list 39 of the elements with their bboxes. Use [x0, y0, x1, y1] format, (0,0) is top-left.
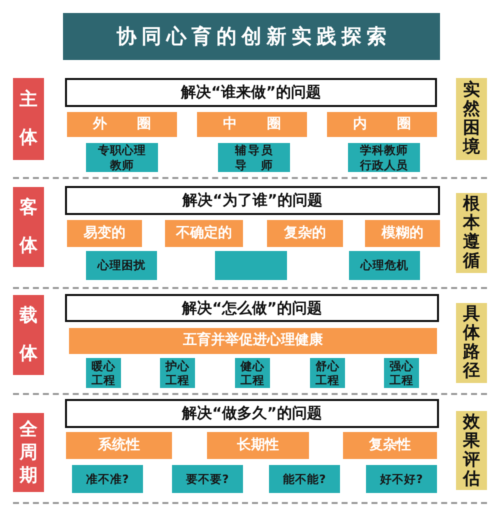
item-card: 心理困扰	[86, 251, 157, 280]
item-card: 要不要?	[172, 465, 243, 493]
item-card: 准不准?	[72, 465, 143, 493]
question-banner: 解决“怎么做”的问题	[65, 294, 439, 322]
category-bar: 复杂的	[267, 220, 343, 247]
item-card: 护心工程	[160, 358, 195, 388]
theme-tag: 具体路径	[456, 303, 487, 383]
category-bar: 系统性	[66, 432, 172, 459]
item-card: 学科教师行政人员	[348, 143, 420, 172]
question-banner: 解决“谁来做”的问题	[65, 78, 437, 107]
item-card: 健心工程	[235, 358, 270, 388]
category-bar: 模糊的	[365, 220, 440, 247]
theme-tag: 根本遵循	[456, 193, 487, 273]
title-banner: 协同心育的创新实践探索	[63, 13, 440, 60]
section-tag: 载体	[13, 295, 44, 375]
category-bar: 内圈	[327, 112, 437, 137]
theme-tag: 效果评估	[456, 411, 487, 490]
item-card: 辅导员导师	[218, 143, 290, 172]
category-bar: 五育并举促进心理健康	[69, 328, 437, 354]
category-bar: 复杂性	[343, 432, 437, 459]
category-bar: 易变的	[67, 220, 142, 247]
category-bar: 中圈	[197, 112, 307, 137]
item-card: 舒心工程	[310, 358, 345, 388]
category-bar: 不确定的	[165, 220, 243, 247]
theme-tag: 实然困境	[456, 78, 487, 160]
item-card: 强心工程	[384, 358, 419, 388]
item-card	[215, 251, 287, 280]
item-card: 心理危机	[349, 251, 420, 280]
section-tag: 客体	[13, 187, 44, 267]
item-card: 暖心工程	[86, 358, 121, 388]
question-banner: 解决“做多久”的问题	[65, 399, 439, 428]
item-card: 好不好?	[366, 465, 437, 493]
category-bar: 外圈	[67, 112, 177, 137]
item-card: 专职心理教师	[86, 143, 158, 172]
section-tag: 主体	[13, 78, 44, 160]
question-banner: 解决“为了谁”的问题	[65, 186, 440, 215]
item-card: 能不能?	[269, 465, 340, 493]
section-tag: 全周期	[13, 413, 44, 492]
category-bar: 长期性	[207, 432, 309, 459]
